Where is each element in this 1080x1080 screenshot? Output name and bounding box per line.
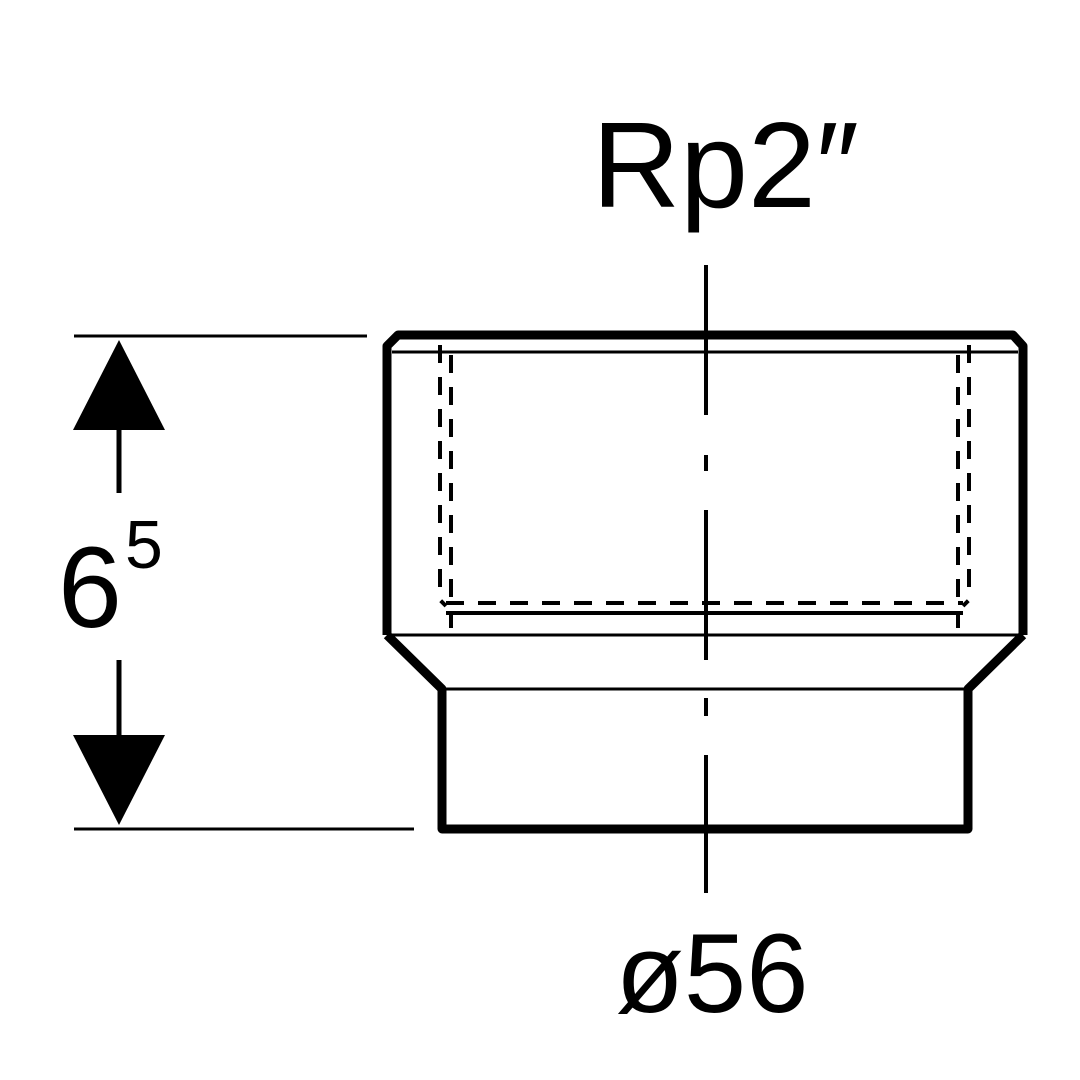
- height-label-superscript: 5: [125, 507, 163, 583]
- height-label: 6: [58, 524, 122, 652]
- diameter-label: ø56: [616, 911, 809, 1036]
- hidden-thread-lines: [438, 345, 971, 628]
- arrow-up-icon: [73, 340, 165, 430]
- thread-label: Rp2″: [592, 97, 859, 233]
- arrow-down-icon: [73, 735, 165, 825]
- height-dimension: [74, 334, 414, 831]
- fitting-outline: [382, 330, 1028, 834]
